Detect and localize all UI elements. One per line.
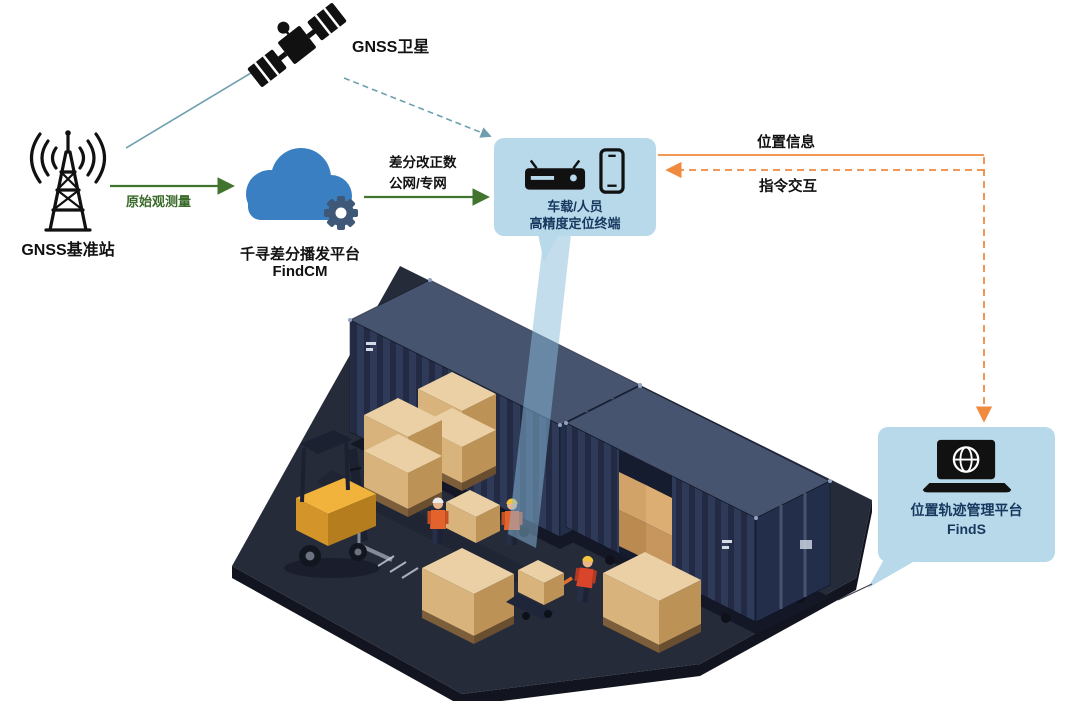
gear-icon: [324, 196, 358, 230]
terminal-label-line1: 车载/人员: [547, 199, 603, 214]
command-interaction-label: 指令交互: [759, 179, 817, 195]
management-platform-subtitle: FindS: [947, 521, 986, 537]
antenna-tower-icon: [29, 130, 107, 232]
warehouse-scene: [232, 266, 872, 701]
positioning-beam: [508, 234, 571, 548]
cloud-platform-subtitle: FindCM: [272, 263, 328, 280]
terminal-icons: [525, 148, 625, 194]
correction-label: 差分改正数 公网/专网: [389, 152, 457, 194]
satellite-label: GNSS卫星: [352, 39, 430, 56]
receiver-icon: [525, 159, 586, 190]
worker-3: [574, 555, 597, 603]
small-box: [446, 490, 500, 543]
pallet-stack-center: [422, 548, 514, 644]
pallet-stack-right: [603, 552, 701, 653]
smartphone-icon: [599, 148, 625, 194]
connection-lines: [110, 63, 993, 423]
forklift: [284, 430, 393, 578]
container-open-doors: [619, 450, 672, 580]
finds-callout-line: [837, 583, 873, 601]
raw-observation-label: 原始观测量: [126, 194, 192, 209]
laptop-globe-icon: [922, 439, 1011, 493]
worker-1: [427, 497, 449, 544]
correction-label-line2: 公网/专网: [389, 176, 447, 191]
satellite-to-base-link: [125, 63, 267, 149]
satellite-icon: [247, 3, 347, 87]
pallet-jack: [506, 560, 573, 620]
cloud-gear-icon: [246, 148, 358, 230]
terminal-label-line2: 高精度定位终端: [529, 216, 621, 231]
correction-label-line1: 差分改正数: [389, 155, 457, 170]
satellite-to-terminal-link: [343, 77, 492, 138]
base-station-label: GNSS基准站: [21, 242, 115, 259]
management-platform-title: 位置轨迹管理平台: [910, 502, 1023, 518]
cloud-platform-title: 千寻差分播发平台: [239, 246, 360, 263]
terminal-card: 车载/人员 高精度定位终端: [494, 138, 656, 236]
shipping-container-2: [564, 384, 832, 634]
position-info-label: 位置信息: [757, 135, 815, 151]
floor-markings: [377, 555, 419, 579]
management-platform-card: 位置轨迹管理平台 FindS: [878, 427, 1055, 562]
